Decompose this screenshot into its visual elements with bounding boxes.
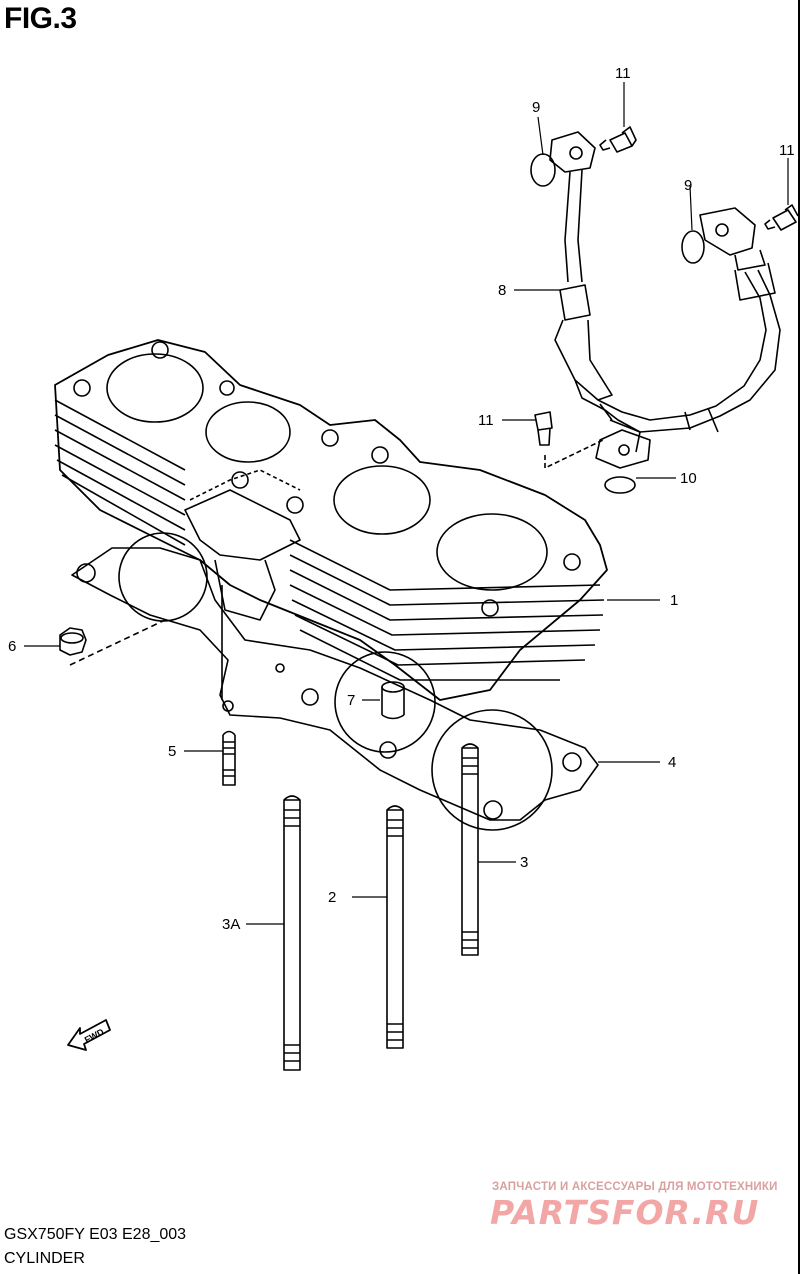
oil-hose-bolt-upper: [599, 126, 637, 153]
callout-5: 5: [168, 743, 176, 760]
callout-labels: 1 2 3 3A 4 5 6 7 8 9 9 10 11 11 11: [8, 65, 795, 933]
callout-6: 6: [8, 638, 16, 655]
model-code: GSX750FY E03 E28_003: [4, 1226, 187, 1243]
callout-3: 3: [520, 854, 528, 871]
callout-8: 8: [498, 282, 506, 299]
leader-lines: [24, 82, 789, 925]
oil-hose-assembly: [530, 131, 781, 494]
oil-hose-bolt-lower: [534, 411, 553, 446]
flange-nut-6: [59, 619, 166, 666]
cylinder-block: [54, 339, 608, 701]
figure-title: FIG.3: [4, 2, 77, 35]
callout-4: 4: [668, 754, 676, 771]
forward-direction-arrow: FWD: [67, 1019, 111, 1051]
callout-11-lower: 11: [478, 412, 494, 429]
watermark-tagline: ЗАПЧАСТИ И АКСЕССУАРЫ ДЛЯ МОТОТЕХНИКИ: [492, 1181, 778, 1193]
callout-3a: 3A: [222, 916, 240, 933]
stud-bolt-2: [386, 805, 404, 1049]
stud-bolt-3A: [283, 795, 301, 1071]
callout-1: 1: [670, 592, 678, 609]
section-name: CYLINDER: [4, 1250, 85, 1267]
dowel-pin-7: [381, 681, 405, 720]
callout-2: 2: [328, 889, 336, 906]
stud-bolt-3: [461, 743, 479, 956]
callout-9-upper: 9: [532, 99, 540, 116]
watermark-logo: PARTSFOR.RU: [490, 1193, 760, 1232]
callout-9-right: 9: [684, 177, 692, 194]
callout-10: 10: [680, 470, 697, 487]
stud-bolt-5: [222, 730, 236, 786]
callout-7: 7: [347, 692, 355, 709]
callout-11-right: 11: [779, 142, 795, 159]
callout-11-upper: 11: [615, 65, 631, 82]
oil-hose-bolt-right: [764, 204, 799, 231]
right-border: [798, 0, 800, 1274]
